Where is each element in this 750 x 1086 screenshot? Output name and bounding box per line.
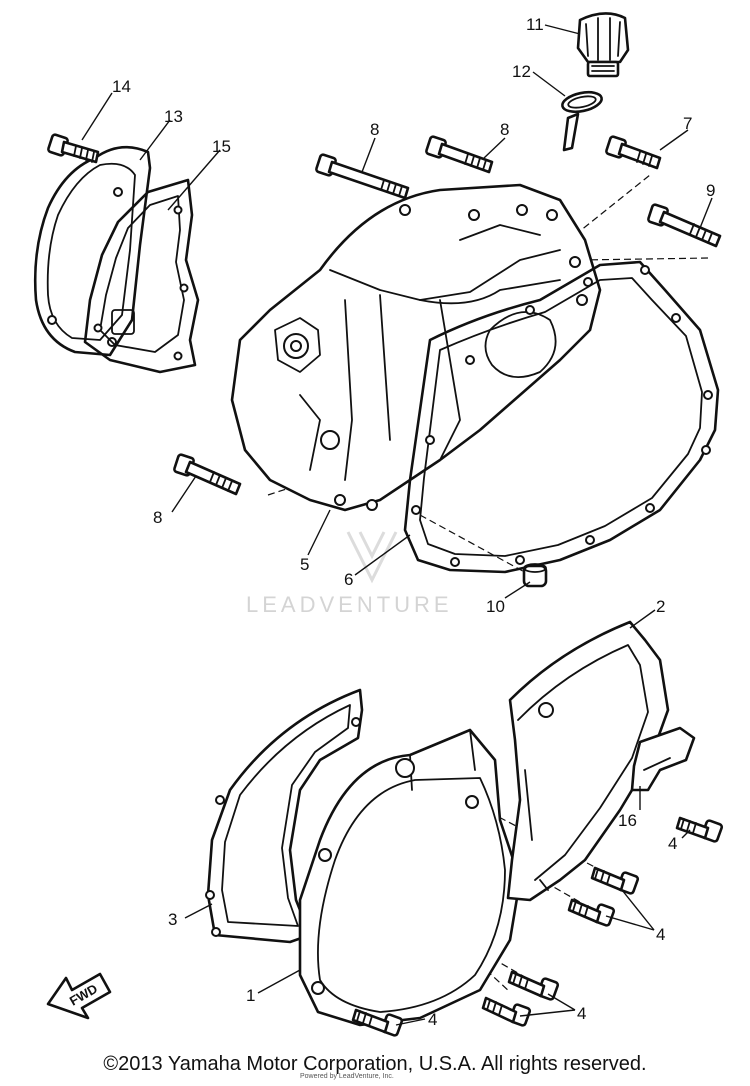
callout-8b: 8 — [500, 120, 509, 139]
callout-8a: 8 — [370, 120, 379, 139]
callout-12: 12 — [512, 62, 531, 81]
watermark-small-text: Powered by LeadVenture, Inc. — [300, 1073, 394, 1080]
part-4-bolt-a — [675, 816, 724, 843]
part-11-oil-filler-cap — [576, 12, 630, 78]
part-4-bolt-e — [481, 996, 532, 1027]
part-6-gasket — [403, 260, 720, 574]
part-4-bolt-b — [590, 866, 640, 895]
callout-13: 13 — [164, 107, 183, 126]
callout-8c: 8 — [153, 508, 162, 527]
callout-15: 15 — [212, 137, 231, 156]
part-16-clip — [630, 726, 696, 792]
callout-5: 5 — [300, 555, 309, 574]
callout-4d: 4 — [428, 1010, 437, 1029]
part-14-bolt — [47, 133, 100, 164]
part-12-o-ring — [561, 90, 603, 152]
watermark-brand: LEADVENTURE — [246, 592, 453, 617]
part-4-bolt-f — [351, 1008, 404, 1037]
callout-7: 7 — [683, 114, 692, 133]
part-8-bolt-c — [173, 453, 242, 496]
callout-14: 14 — [112, 77, 131, 96]
part-15-gasket — [83, 178, 200, 374]
callout-4a: 4 — [668, 834, 677, 853]
part-9-bolt — [647, 203, 722, 248]
callout-2: 2 — [656, 597, 665, 616]
callout-4b: 4 — [656, 925, 665, 944]
copyright-notice: ©2013 Yamaha Motor Corporation, U.S.A. A… — [103, 1053, 647, 1075]
leader-lines — [81, 24, 713, 1026]
callout-3: 3 — [168, 910, 177, 929]
callout-1: 1 — [246, 986, 255, 1005]
watermark: LEADVENTURE — [246, 531, 453, 617]
fwd-arrow-icon: FWD — [46, 972, 112, 1020]
part-5-crankcase-cover — [230, 183, 602, 512]
callouts: 1 2 3 4 4 4 4 4 5 6 7 8 8 8 9 10 11 12 1… — [112, 15, 715, 1029]
part-1-cover — [298, 728, 522, 1027]
part-2-chain-cover — [506, 620, 670, 902]
part-13-cover — [33, 145, 152, 357]
part-10-dowel-pin — [522, 563, 548, 588]
part-4-bolt-c — [567, 898, 616, 927]
part-8-bolt-b — [425, 135, 494, 174]
callout-4c: 4 — [577, 1004, 586, 1023]
leadventure-logo-icon — [346, 531, 398, 584]
part-4-bolt-d — [507, 970, 560, 1001]
part-8-bolt-a — [315, 153, 410, 200]
callout-16: 16 — [618, 811, 637, 830]
callout-11: 11 — [526, 15, 544, 34]
callout-9: 9 — [706, 181, 715, 200]
part-7-bolt — [605, 135, 662, 170]
callout-10: 10 — [486, 597, 505, 616]
callout-6: 6 — [344, 570, 353, 589]
